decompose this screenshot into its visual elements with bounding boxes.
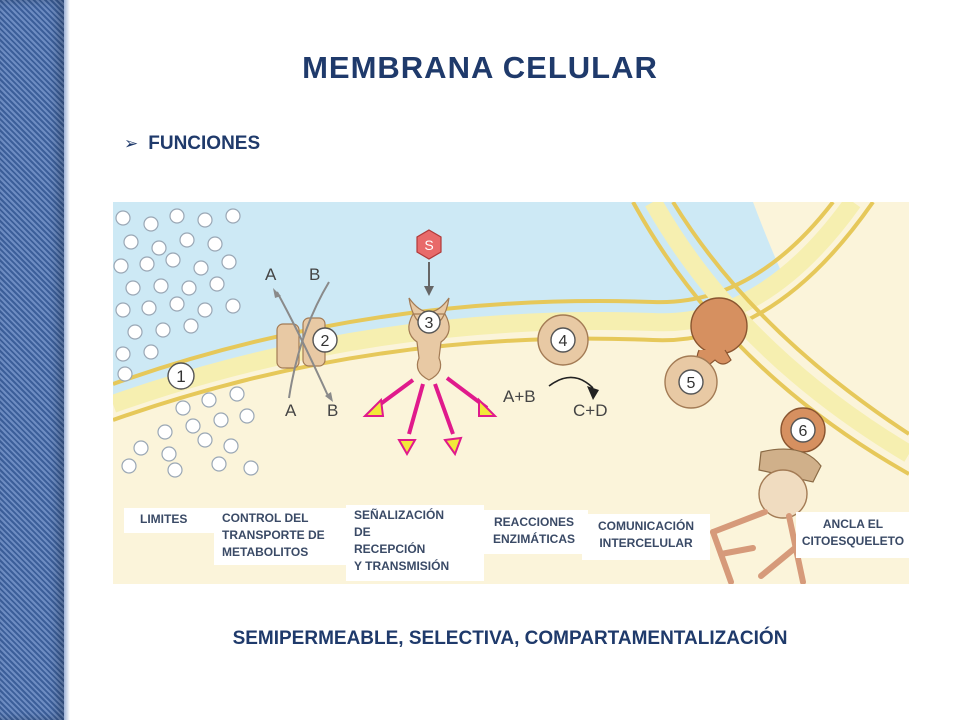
marker-3-circle: [417, 310, 441, 334]
anchor-base-protein: [758, 469, 808, 519]
transport-a-top: A: [265, 265, 277, 284]
label-comunicacion: COMUNICACIÓN INTERCELULAR: [582, 514, 710, 560]
marker-2: 2: [321, 333, 330, 350]
transport-b-top: B: [309, 265, 320, 284]
bullet-arrow-icon: ➢: [124, 134, 139, 153]
neighbor-membrane-edge-2: [631, 202, 909, 476]
slide-title: MEMBRANA CELULAR: [302, 50, 658, 85]
reaction-arrow-head: [587, 386, 599, 400]
signal-molecule: [416, 229, 442, 260]
marker-4: 4: [559, 333, 568, 350]
marker-1-circle: [167, 362, 195, 390]
transport-a-bottom: A: [285, 401, 297, 420]
membrane-diagram-svg: 1 2 A B A B S 3: [113, 202, 909, 584]
transduction-arrow-heads: [362, 397, 498, 457]
molecule-cluster: [113, 208, 259, 478]
membrane-bilayer: [113, 202, 861, 413]
label-limites: LIMITES: [124, 508, 218, 533]
label-control-transporte: CONTROL DEL TRANSPORTE DE METABOLITOS: [214, 508, 352, 565]
marker-4-circle: [550, 327, 576, 353]
transport-b-bottom: B: [327, 401, 338, 420]
membrane-diagram: 1 2 A B A B S 3: [113, 202, 909, 589]
bullet-text: FUNCIONES: [148, 133, 261, 154]
marker-5-circle: [678, 369, 704, 395]
membrane-outer-edge: [113, 202, 835, 386]
cytoplasm: [113, 202, 909, 584]
label-ancla: ANCLA EL CITOESQUELETO: [796, 512, 910, 558]
label-reacciones: REACCIONES ENZIMÁTICAS: [480, 510, 588, 554]
marker-5: 5: [687, 375, 696, 392]
marker-6: 6: [799, 423, 808, 440]
signal-label: S: [424, 237, 433, 253]
summary-properties: SEMIPERMEABLE, SELECTIVA, COMPARTAMENTAL…: [232, 628, 788, 649]
membrane-inner-edge: [113, 202, 875, 422]
label-senalizacion: SEÑALIZACIÓN DE RECEPCIÓN Y TRANSMISIÓN: [346, 505, 484, 581]
neighbor-membrane-edge-1: [671, 202, 909, 436]
marker-6-circle: [790, 417, 816, 443]
reaction-arrow: [548, 376, 594, 389]
anchor-middle-protein: [758, 448, 822, 483]
decorative-sidebar: [0, 0, 70, 720]
signal-arrow-head: [424, 286, 434, 296]
reaction-products: C+D: [573, 401, 607, 420]
bullet-funciones: ➢ FUNCIONES: [124, 133, 260, 155]
marker-2-circle: [312, 327, 338, 353]
marker-1: 1: [176, 367, 185, 386]
neighbor-ligand-protein: [690, 297, 748, 355]
marker-3: 3: [425, 315, 434, 332]
neighbor-membrane-bilayer: [645, 202, 909, 462]
reaction-reactants: A+B: [503, 387, 536, 406]
